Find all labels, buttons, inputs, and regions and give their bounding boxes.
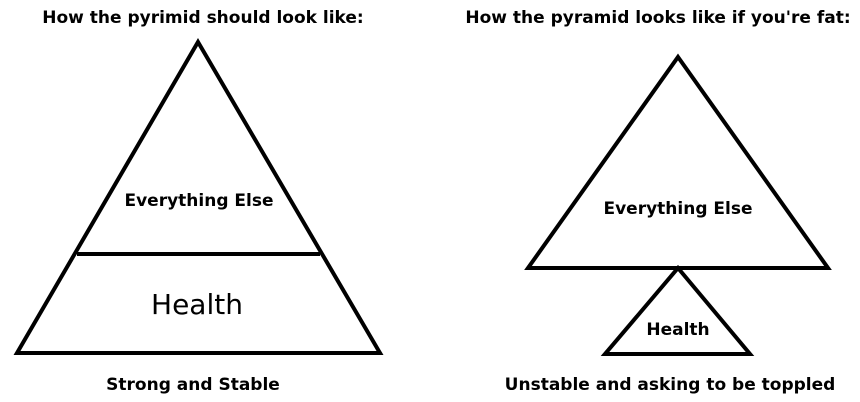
left-pyramid — [13, 38, 384, 355]
right-top-triangle — [524, 53, 832, 270]
left-heading: How the pyrimid should look like: — [42, 8, 363, 28]
left-everything-else-label: Everything Else — [124, 191, 273, 211]
left-panel: How the pyrimid should look like: Everyt… — [13, 8, 384, 395]
right-panel: How the pyramid looks like if you're fat… — [465, 8, 850, 395]
right-heading: How the pyramid looks like if you're fat… — [465, 8, 850, 28]
left-caption: Strong and Stable — [106, 375, 280, 395]
right-everything-else-label: Everything Else — [603, 199, 752, 219]
right-health-label: Health — [646, 320, 709, 340]
left-health-label: Health — [151, 288, 243, 321]
right-caption: Unstable and asking to be toppled — [505, 375, 836, 395]
right-bottom-triangle — [600, 264, 755, 356]
